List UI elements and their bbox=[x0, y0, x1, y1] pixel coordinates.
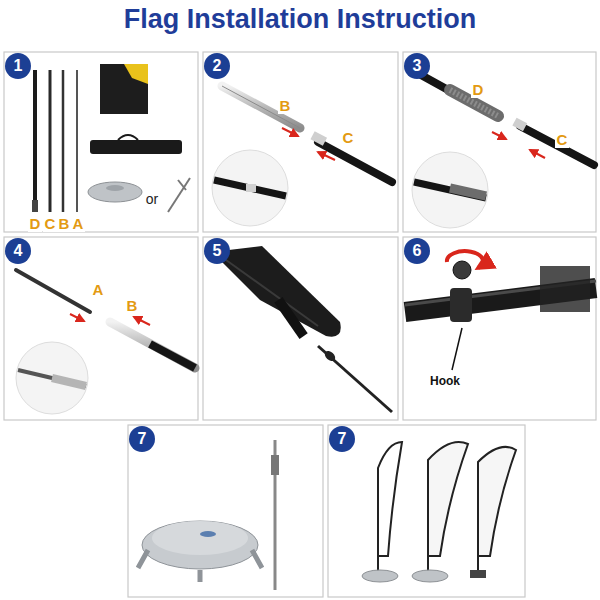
part-letter: B bbox=[278, 98, 293, 115]
water-base bbox=[138, 440, 279, 590]
pole-join-a-b bbox=[16, 270, 195, 414]
part-letter: D bbox=[28, 216, 43, 233]
part-letter: A bbox=[71, 216, 86, 233]
step-number: 4 bbox=[5, 238, 31, 264]
flag-sleeve bbox=[212, 246, 392, 412]
parts-kit bbox=[32, 64, 190, 212]
step-number: 3 bbox=[404, 53, 430, 79]
pole-join-b-c bbox=[212, 86, 392, 226]
part-letter: B bbox=[125, 298, 140, 315]
part-letter: C bbox=[555, 132, 570, 149]
note-text: or bbox=[144, 192, 160, 207]
part-letter: C bbox=[341, 130, 356, 147]
page-title: Flag Installation Instruction bbox=[0, 4, 600, 35]
step-number: 6 bbox=[404, 238, 430, 264]
step-number-text: 5 bbox=[213, 243, 222, 259]
step-number-text: 2 bbox=[213, 58, 222, 74]
pole-join-d-c bbox=[412, 70, 594, 228]
callout-label: Hook bbox=[428, 375, 462, 388]
step-number-text: 3 bbox=[413, 58, 422, 74]
step-number: 1 bbox=[5, 53, 31, 79]
part-letter: B bbox=[57, 216, 72, 233]
step-number-text: 4 bbox=[14, 243, 23, 259]
part-letter: A bbox=[91, 282, 106, 299]
step-number: 7 bbox=[129, 426, 155, 452]
step-number-text: 7 bbox=[338, 431, 347, 447]
title-text: Flag Installation Instruction bbox=[124, 4, 477, 34]
step-number-text: 6 bbox=[413, 243, 422, 259]
part-letter: C bbox=[43, 216, 58, 233]
step-number: 7 bbox=[329, 426, 355, 452]
part-letter: D bbox=[471, 82, 486, 99]
pole-hook bbox=[405, 251, 596, 370]
step-number: 2 bbox=[204, 53, 230, 79]
assembled-flags bbox=[362, 442, 516, 582]
step-number-text: 1 bbox=[14, 58, 23, 74]
step-number: 5 bbox=[204, 238, 230, 264]
panel-frames bbox=[4, 52, 596, 597]
step-number-text: 7 bbox=[138, 431, 147, 447]
